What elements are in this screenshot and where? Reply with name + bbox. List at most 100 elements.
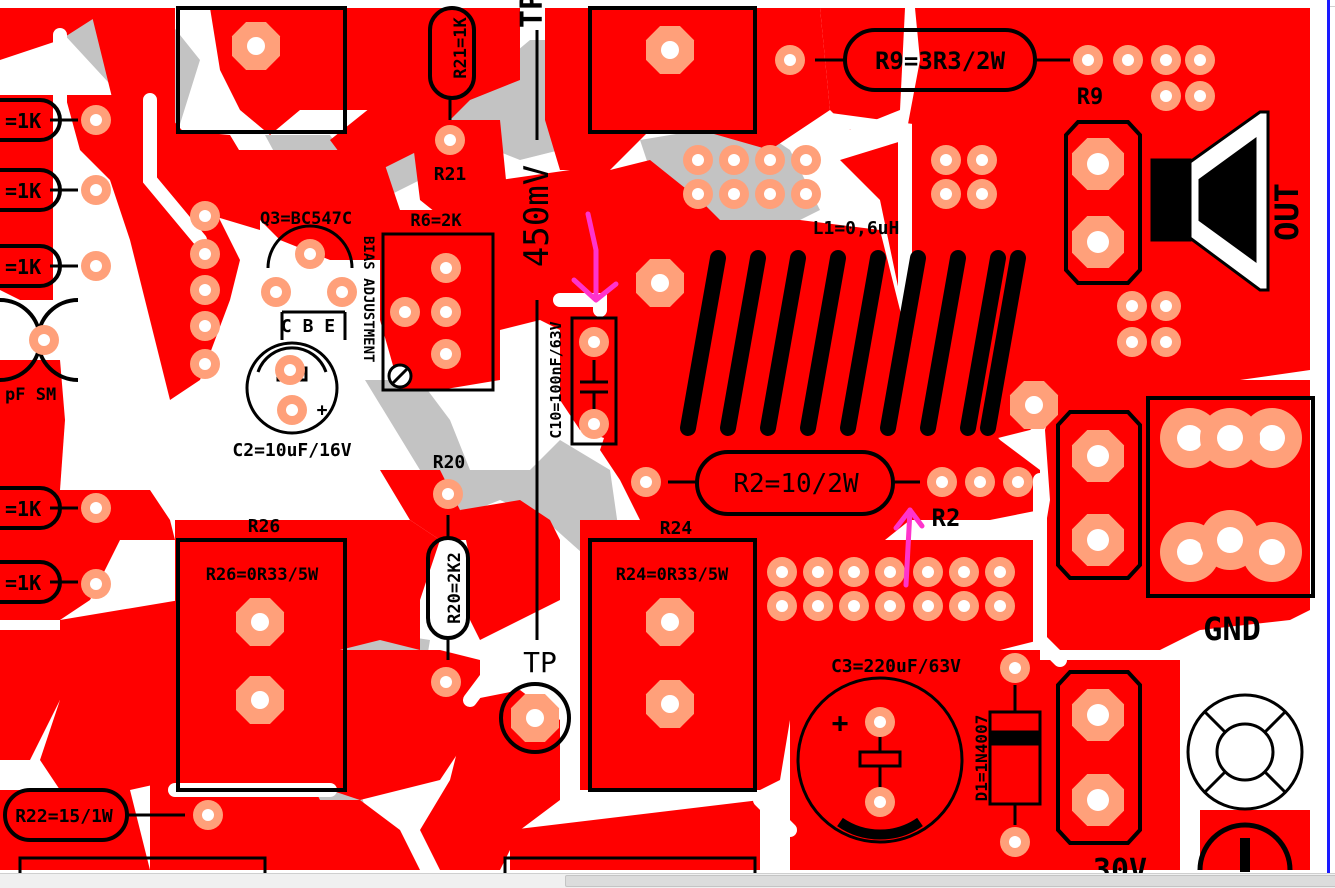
label-r24: R24 bbox=[660, 518, 693, 539]
pad-hole bbox=[1087, 529, 1109, 551]
terminal-outlines bbox=[1056, 120, 1142, 845]
pad-hole bbox=[784, 54, 796, 66]
label-d1: D1=1N4007 bbox=[972, 715, 991, 802]
pad-hole bbox=[940, 188, 952, 200]
pad-hole bbox=[1126, 336, 1138, 348]
pad-hole bbox=[976, 188, 988, 200]
pad-hole bbox=[1194, 90, 1206, 102]
label-l1: L1=0,6uH bbox=[813, 218, 900, 239]
label-r9-body: R9=3R3/2W bbox=[875, 47, 1006, 75]
mounting-hole-icon bbox=[1186, 693, 1304, 811]
pad-hole bbox=[764, 154, 776, 166]
pad-hole bbox=[692, 188, 704, 200]
pad-hole bbox=[1259, 539, 1285, 565]
pad-hole bbox=[874, 796, 886, 808]
label-r1k-b: =1K bbox=[5, 179, 41, 203]
pad-hole bbox=[440, 676, 452, 688]
trimmer-screw-icon bbox=[387, 363, 413, 389]
pad-hole bbox=[936, 476, 948, 488]
pad-hole bbox=[1217, 425, 1243, 451]
component-outlines bbox=[18, 6, 1315, 880]
pad-hole bbox=[270, 286, 282, 298]
diode-d1 bbox=[988, 685, 1042, 825]
pad-hole bbox=[922, 600, 934, 612]
pad-hole bbox=[812, 566, 824, 578]
pad-hole bbox=[90, 260, 102, 272]
pcb-pads bbox=[29, 22, 1302, 857]
pad-hole bbox=[1160, 300, 1172, 312]
pad-hole bbox=[1259, 425, 1285, 451]
label-bias-adjustment: BIAS ADJUSTMENT bbox=[360, 236, 376, 362]
pad-hole bbox=[336, 286, 348, 298]
pad-hole bbox=[199, 358, 211, 370]
label-tp-top: TP bbox=[515, 0, 550, 28]
pad-hole bbox=[1160, 54, 1172, 66]
pad-hole bbox=[848, 566, 860, 578]
pad-hole bbox=[399, 306, 411, 318]
pad-hole bbox=[692, 154, 704, 166]
label-r21: R21 bbox=[434, 164, 467, 185]
pad-hole bbox=[800, 188, 812, 200]
label-c3: C3=220uF/63V bbox=[831, 656, 961, 677]
pad-hole bbox=[1160, 90, 1172, 102]
inductor-l1-coil bbox=[680, 250, 1026, 436]
pad-hole bbox=[1194, 54, 1206, 66]
pad-hole bbox=[776, 566, 788, 578]
label-voltage: 450mV bbox=[517, 165, 557, 267]
pad-hole bbox=[958, 566, 970, 578]
pad-hole bbox=[661, 613, 679, 631]
pad-hole bbox=[884, 566, 896, 578]
pad-hole bbox=[1087, 704, 1109, 726]
pad-hole bbox=[974, 476, 986, 488]
label-q3: Q3=BC547C bbox=[260, 209, 352, 229]
pad-hole bbox=[994, 600, 1006, 612]
label-r21-body: R21=1K bbox=[451, 17, 471, 79]
ground-symbol-icon bbox=[1197, 822, 1293, 872]
pad-hole bbox=[526, 709, 544, 727]
label-c2-plus: + bbox=[317, 400, 328, 421]
pad-hole bbox=[640, 476, 652, 488]
label-tp-bottom: TP bbox=[523, 646, 557, 679]
pad-hole bbox=[588, 418, 600, 430]
pad-hole bbox=[199, 284, 211, 296]
pad-hole bbox=[651, 274, 669, 292]
pad-hole bbox=[1177, 539, 1203, 565]
pad-hole bbox=[1087, 153, 1109, 175]
pad-hole bbox=[90, 114, 102, 126]
label-r2: R2 bbox=[932, 504, 961, 532]
pad-hole bbox=[874, 716, 886, 728]
pad-hole bbox=[199, 248, 211, 260]
pad-hole bbox=[1012, 476, 1024, 488]
pad-hole bbox=[284, 364, 296, 376]
pad-hole bbox=[1087, 231, 1109, 253]
test-point-rings bbox=[499, 682, 571, 754]
pad-hole bbox=[1025, 396, 1043, 414]
pad-hole bbox=[976, 154, 988, 166]
pad-hole bbox=[440, 348, 452, 360]
label-r26: R26 bbox=[248, 516, 281, 537]
pad-hole bbox=[958, 600, 970, 612]
label-pins-cbe: C B E bbox=[281, 316, 335, 337]
pad-hole bbox=[728, 188, 740, 200]
resistor-leads bbox=[50, 30, 1070, 817]
horizontal-scrollbar-thumb[interactable] bbox=[565, 875, 1335, 887]
pad-hole bbox=[728, 154, 740, 166]
pad-hole bbox=[202, 809, 214, 821]
label-pf-sm: pF SM bbox=[5, 385, 56, 405]
label-r20-body: R20=2K2 bbox=[445, 552, 465, 624]
capacitor-c10-symbol bbox=[580, 360, 608, 410]
pad-hole bbox=[994, 566, 1006, 578]
pad-hole bbox=[1217, 527, 1243, 553]
pad-hole bbox=[440, 306, 452, 318]
pad-hole bbox=[1009, 662, 1021, 674]
pad-hole bbox=[90, 184, 102, 196]
pad-hole bbox=[1126, 300, 1138, 312]
annotation-arrows bbox=[571, 211, 925, 588]
label-r26-body: R26=0R33/5W bbox=[206, 565, 319, 585]
label-r20: R20 bbox=[433, 452, 466, 473]
pad-hole bbox=[286, 404, 298, 416]
label-r9: R9 bbox=[1077, 85, 1104, 110]
transistor-q3-outline bbox=[266, 224, 354, 340]
label-c10: C10=100nF/63V bbox=[547, 321, 565, 438]
